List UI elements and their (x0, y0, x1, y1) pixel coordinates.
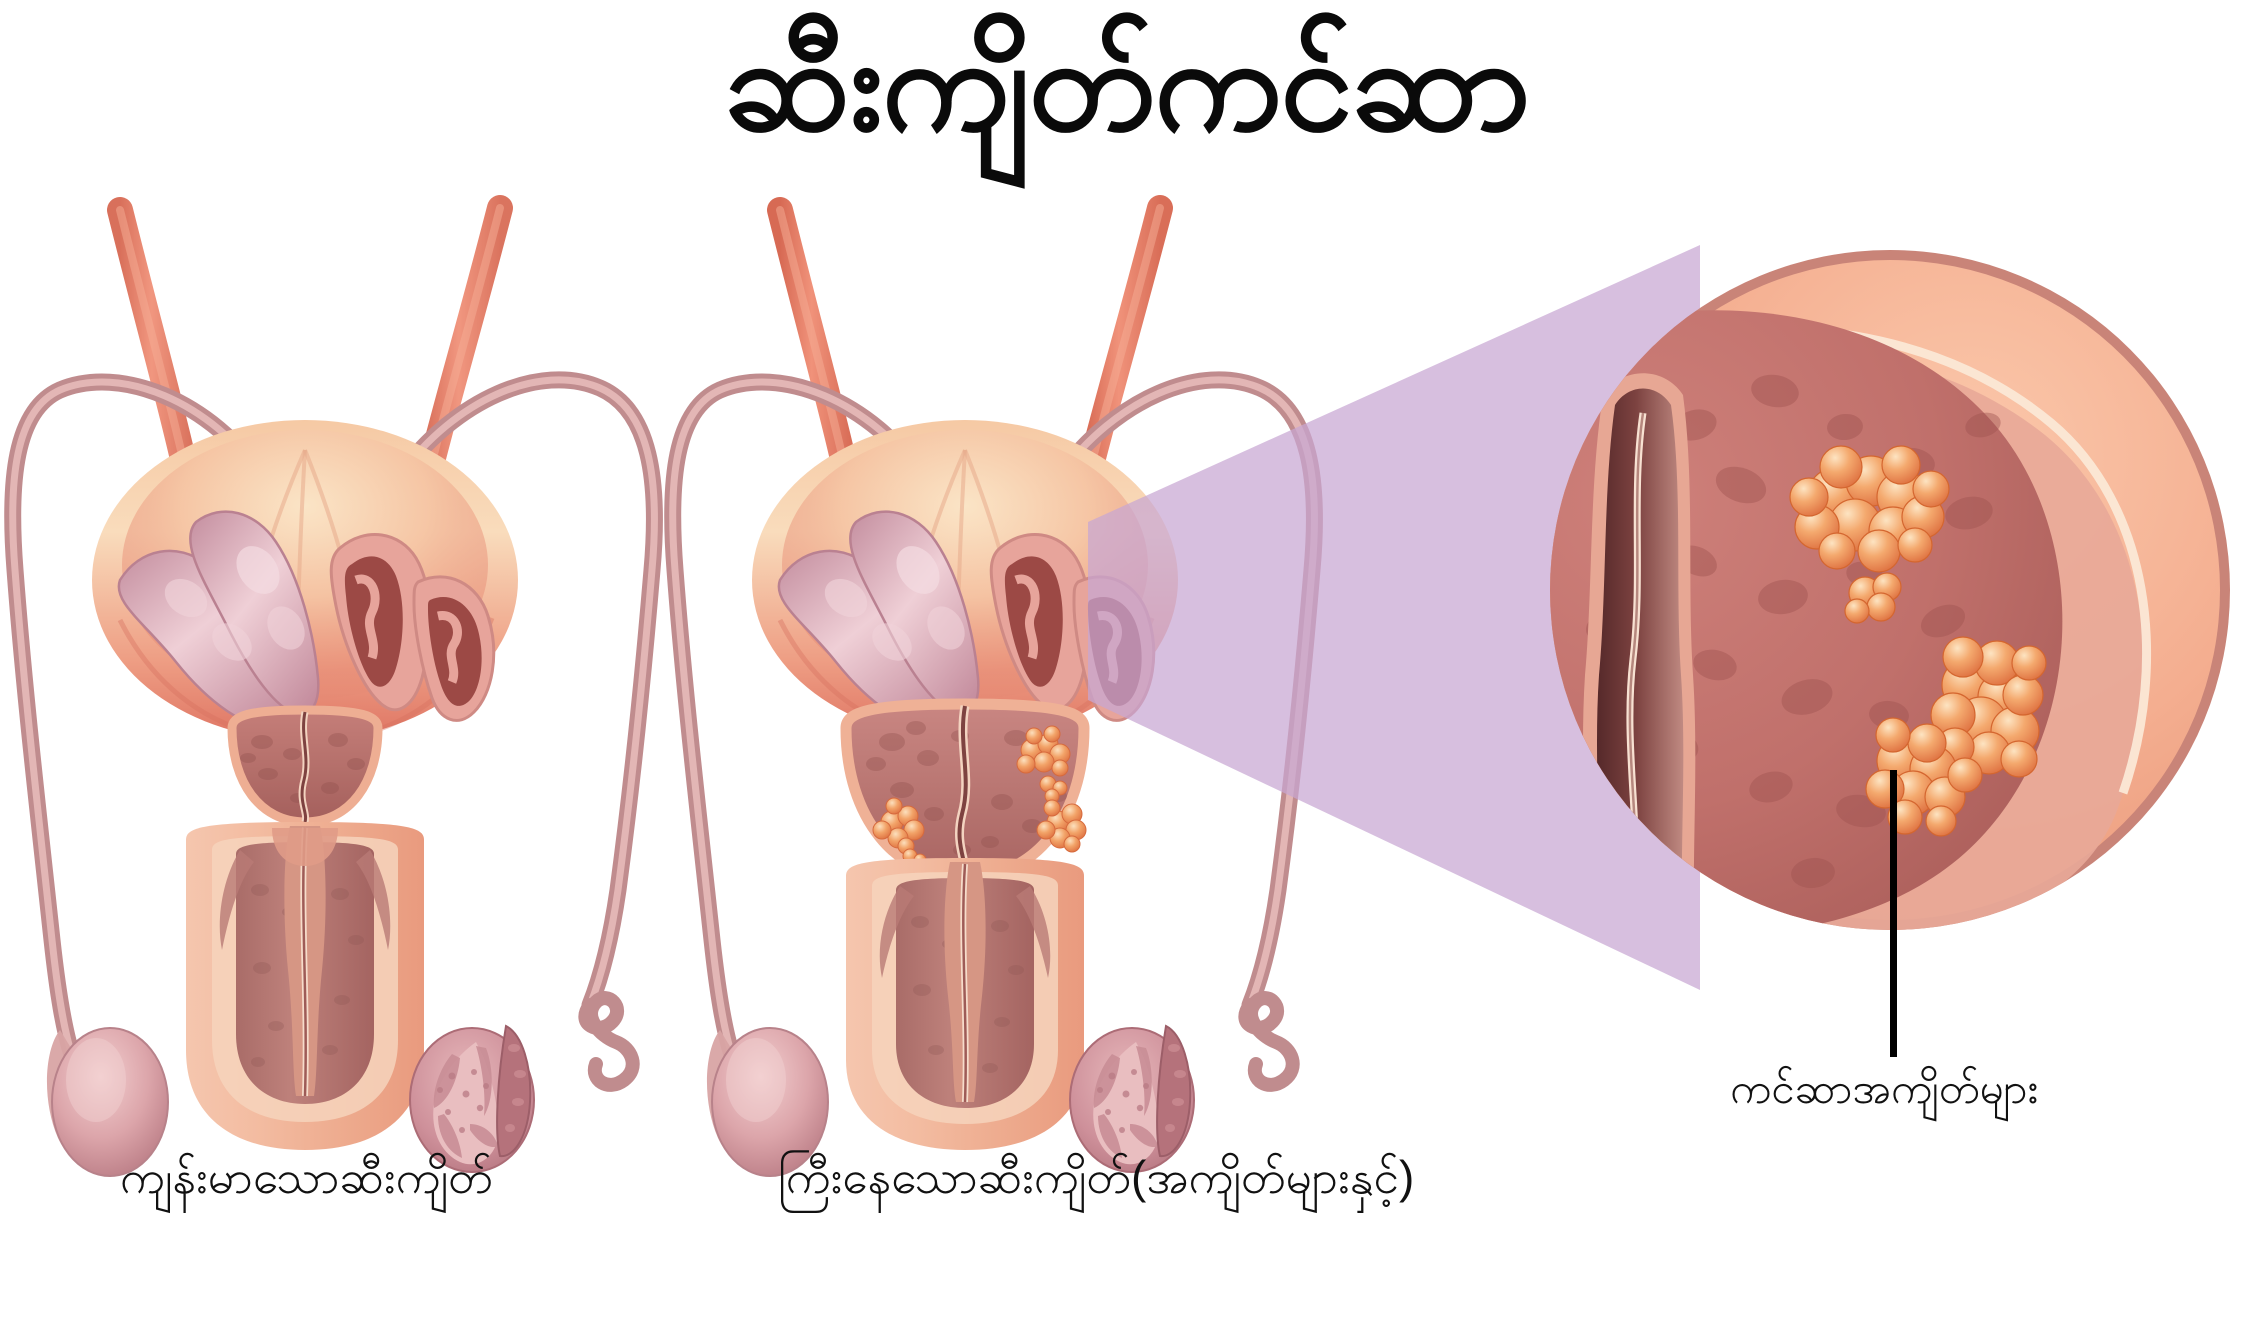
magnified-illustration (1550, 250, 2230, 930)
healthy-prostate-figure (0, 150, 770, 1177)
tumor-cluster-upper (1789, 445, 1950, 573)
enlarged-prostate-figure (660, 150, 1430, 1177)
enlarged-anatomy-illustration (664, 195, 1323, 1177)
ureter-right (412, 195, 513, 503)
testis-left (706, 1027, 829, 1177)
label-cancer-tumors: ကင်ဆာအကျိတ်များ (1730, 1065, 2039, 1112)
testis-right-cutaway (1069, 1024, 1195, 1173)
seminal-vesicle-left (777, 510, 980, 729)
vas-deferens-left (664, 373, 934, 1064)
tumor-cluster-lower-right (1036, 799, 1087, 853)
caption-healthy-prostate: ကျန်းမာသောဆီးကျိတ် (120, 1151, 493, 1203)
magnification-cone (1080, 245, 1700, 990)
tumor-cluster-small (1844, 572, 1902, 624)
vas-deferens-left (4, 373, 274, 1064)
magnified-prostate-cross-section (1545, 245, 2235, 935)
urethra-lumen (1583, 373, 1696, 930)
tumor-leader-line (1890, 770, 1897, 1057)
caption-enlarged-prostate: ကြီးနေသောဆီးကျိတ်(အကျိတ်များနှင့်) (778, 1151, 1415, 1203)
prostate (227, 705, 383, 827)
tumor-cluster-lower-left (872, 797, 925, 855)
enlarged-prostate (840, 698, 1090, 884)
penis-cross-section (846, 858, 1084, 1150)
testis-left (46, 1027, 169, 1177)
healthy-anatomy-illustration (4, 195, 663, 1177)
tumor-cluster-lower-large (1930, 636, 2047, 778)
testis-right-cutaway (409, 1024, 535, 1173)
tumor-cluster-upper-right-small (1039, 775, 1068, 804)
seminal-vesicle-left (117, 510, 320, 729)
seminal-vesicle-right (329, 533, 496, 722)
page-title: ဆီးကျိတ်ကင်ဆာ (724, 11, 1530, 157)
tumor-cluster-upper-right (1016, 725, 1071, 777)
cone-shape (1088, 245, 1700, 990)
vas-deferens-right (391, 371, 663, 1092)
penis-cross-section (186, 822, 424, 1150)
ureter-left (767, 197, 863, 503)
ureter-left (107, 197, 203, 503)
